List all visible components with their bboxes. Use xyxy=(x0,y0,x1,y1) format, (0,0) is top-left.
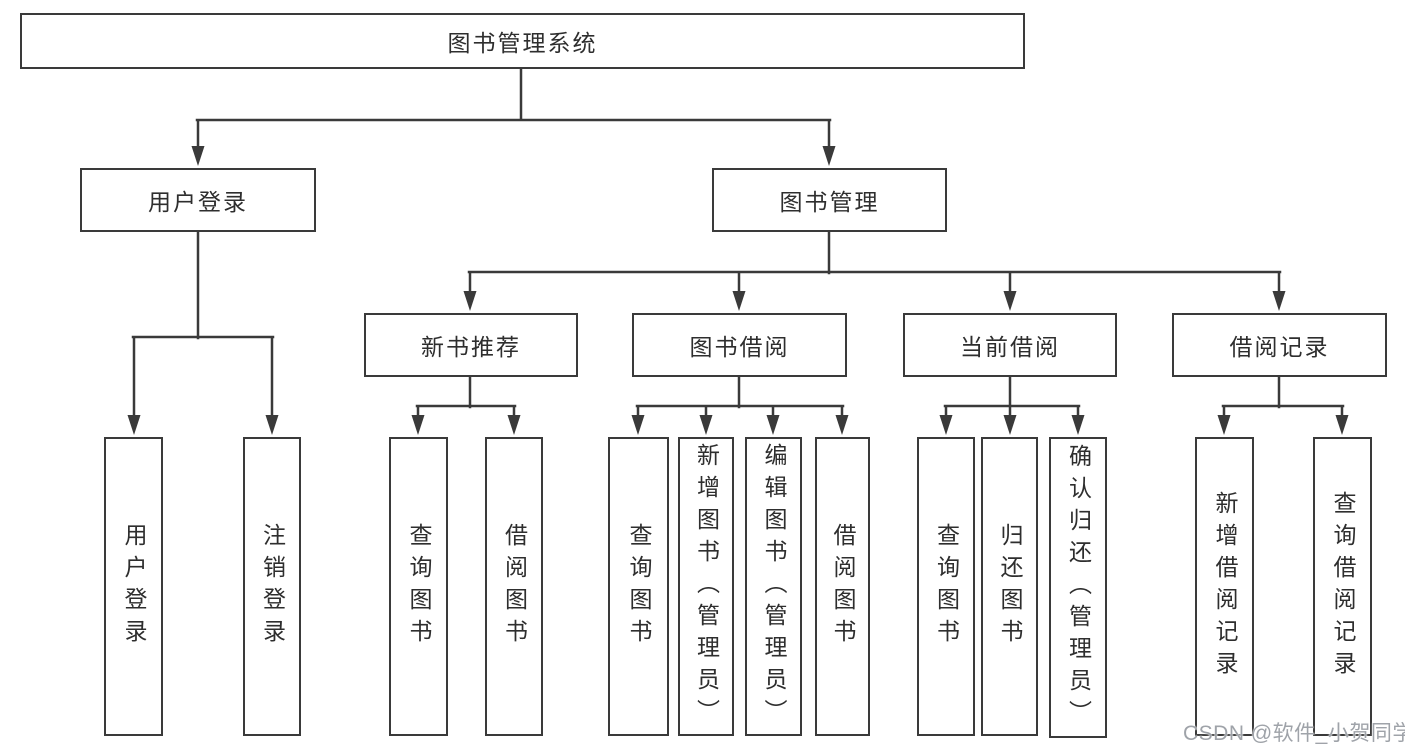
node-borrow-records: 借阅记录 xyxy=(1172,313,1387,377)
leaf-query-book-current-label: 查询图书 xyxy=(933,522,960,651)
leaf-return-book-label: 归还图书 xyxy=(997,522,1023,651)
node-book-borrow-label: 图书借阅 xyxy=(689,334,790,360)
node-root: 图书管理系统 xyxy=(20,13,1025,69)
node-current-borrow-label: 当前借阅 xyxy=(960,334,1060,360)
leaf-borrow-book-label: 借阅图书 xyxy=(830,522,856,651)
leaf-logout-login: 注销登录 xyxy=(243,437,301,736)
leaf-borrow-book: 借阅图书 xyxy=(815,437,870,736)
leaf-confirm-return-admin: 确认归还（管理员） xyxy=(1049,437,1107,738)
leaf-borrow-book-recommend-label: 借阅图书 xyxy=(501,522,528,651)
node-book-management-label: 图书管理 xyxy=(779,189,880,215)
watermark-text: CSDN @软件_小贺同学 xyxy=(1183,722,1405,745)
leaf-add-borrow-record-label: 新增借阅记录 xyxy=(1212,490,1238,683)
leaf-user-login: 用户登录 xyxy=(104,437,163,736)
leaf-query-book-recommend: 查询图书 xyxy=(389,437,448,736)
leaf-add-book-admin-label: 新增图书（管理员） xyxy=(693,442,720,731)
leaf-query-borrow-record-label: 查询借阅记录 xyxy=(1330,490,1356,683)
leaf-edit-book-admin-label: 编辑图书（管理员） xyxy=(761,442,787,731)
node-new-book-recommend: 新书推荐 xyxy=(364,313,578,377)
node-root-label: 图书管理系统 xyxy=(447,30,598,56)
leaf-query-book-borrow: 查询图书 xyxy=(608,437,669,736)
leaf-query-book-borrow-label: 查询图书 xyxy=(626,522,652,651)
leaf-query-book-recommend-label: 查询图书 xyxy=(406,522,432,651)
node-user-login: 用户登录 xyxy=(80,168,316,232)
leaf-add-borrow-record: 新增借阅记录 xyxy=(1195,437,1254,736)
leaf-add-book-admin: 新增图书（管理员） xyxy=(678,437,734,736)
node-book-management: 图书管理 xyxy=(712,168,947,232)
leaf-user-login-label: 用户登录 xyxy=(121,522,147,651)
node-borrow-records-label: 借阅记录 xyxy=(1229,334,1330,360)
leaf-borrow-book-recommend: 借阅图书 xyxy=(485,437,543,736)
leaf-return-book: 归还图书 xyxy=(981,437,1038,736)
leaf-query-borrow-record: 查询借阅记录 xyxy=(1313,437,1372,736)
leaf-query-book-current: 查询图书 xyxy=(917,437,975,736)
leaf-logout-login-label: 注销登录 xyxy=(259,522,286,651)
node-new-book-recommend-label: 新书推荐 xyxy=(421,334,521,360)
node-user-login-label: 用户登录 xyxy=(148,189,248,215)
node-book-borrow: 图书借阅 xyxy=(632,313,847,377)
node-current-borrow: 当前借阅 xyxy=(903,313,1117,377)
leaf-confirm-return-admin-label: 确认归还（管理员） xyxy=(1065,443,1092,732)
leaf-edit-book-admin: 编辑图书（管理员） xyxy=(745,437,802,736)
